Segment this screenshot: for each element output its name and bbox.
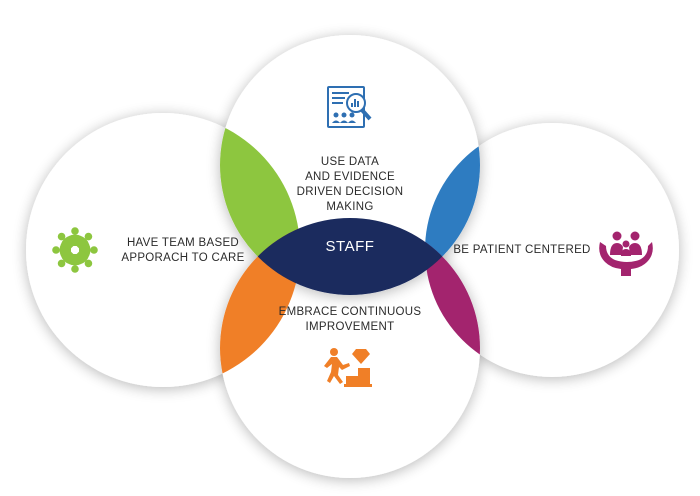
label-top-line-2: AND EVIDENCE	[305, 171, 395, 183]
climbing-to-diamond-icon	[324, 348, 372, 387]
center-staff-label: STAFF	[325, 238, 375, 255]
circle-right	[425, 123, 679, 377]
team-member-figure	[57, 232, 75, 250]
label-top-line-3: DRIVEN DECISION	[296, 186, 404, 198]
label-top-line-4: MAKING	[326, 201, 374, 213]
label-top: USE DATA AND EVIDENCE DRIVEN DECISION MA…	[270, 155, 430, 215]
label-bottom: EMBRACE CONTINUOUS IMPROVEMENT	[270, 305, 430, 335]
data-report-magnifier-icon	[327, 86, 372, 128]
label-right-line-1: BE PATIENT CENTERED	[453, 244, 591, 256]
family-in-hands-icon	[599, 231, 653, 276]
label-right: BE PATIENT CENTERED	[452, 243, 592, 258]
label-top-line-1: USE DATA	[320, 156, 380, 168]
lens-top-left	[220, 113, 300, 295]
label-left: HAVE TEAM BASED APPORACH TO CARE	[118, 236, 248, 266]
label-bottom-line-1: EMBRACE CONTINUOUS	[278, 306, 422, 318]
lens-bottom-left	[220, 218, 300, 387]
label-left-line-2: APPORACH TO CARE	[121, 252, 245, 264]
label-left-line-1: HAVE TEAM BASED	[126, 237, 240, 249]
team-circle-icon	[52, 227, 98, 273]
label-bottom-line-2: IMPROVEMENT	[305, 321, 395, 333]
